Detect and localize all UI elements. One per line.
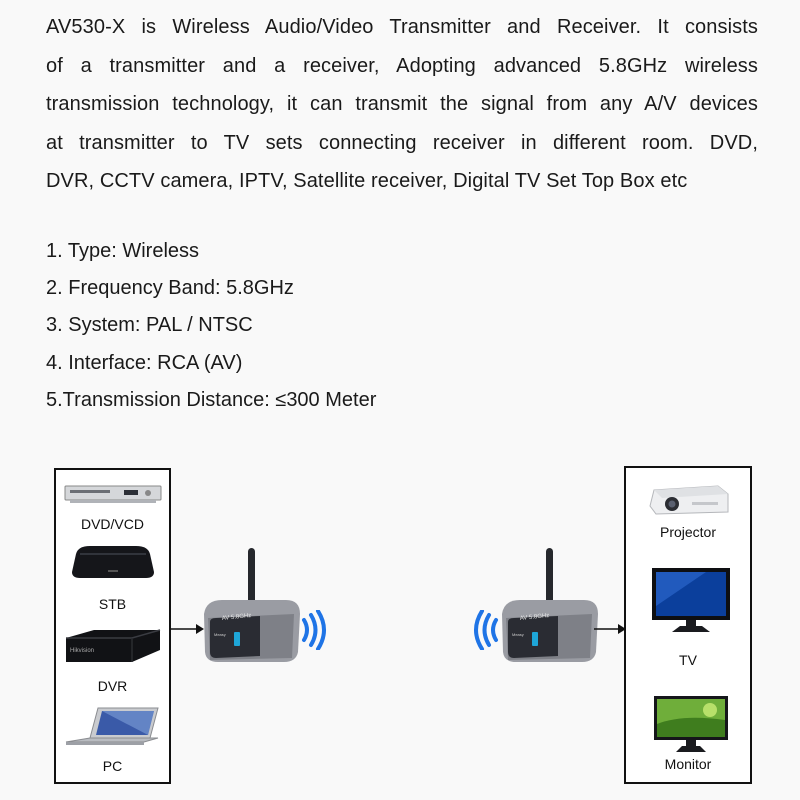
spec-item-distance: 5.Transmission Distance: ≤300 Meter bbox=[46, 388, 377, 411]
source-label-dvr: DVR bbox=[97, 678, 128, 694]
intro-line: of a transmitter and a receiver, Adoptin… bbox=[46, 54, 758, 77]
set-top-box-icon bbox=[72, 546, 154, 578]
output-label-monitor: Monitor bbox=[664, 756, 712, 772]
tv-icon bbox=[652, 568, 730, 632]
intro-line: AV530-X is Wireless Audio/Video Transmit… bbox=[46, 16, 758, 38]
output-arrow bbox=[594, 624, 626, 634]
spec-item-interface: 4. Interface: RCA (AV) bbox=[46, 351, 243, 374]
receiver-unit: AV 5.8GHz Measy bbox=[502, 548, 598, 662]
source-label-dvd: DVD/VCD bbox=[80, 516, 144, 532]
svg-text:AV 5.8GHz: AV 5.8GHz bbox=[520, 613, 550, 622]
input-arrow bbox=[170, 624, 204, 634]
svg-text:AV 5.8GHz: AV 5.8GHz bbox=[222, 613, 252, 622]
spec-item-type: 1. Type: Wireless bbox=[46, 240, 200, 262]
intro-line: at transmitter to TV sets connecting rec… bbox=[46, 131, 758, 154]
output-label-projector: Projector bbox=[659, 524, 717, 540]
source-label-stb: STB bbox=[98, 596, 127, 612]
dvd-player-icon bbox=[64, 485, 162, 503]
transmit-signal-icon bbox=[302, 610, 326, 650]
svg-text:Hikvision: Hikvision bbox=[70, 648, 94, 654]
spec-item-system: 3. System: PAL / NTSC bbox=[46, 314, 253, 337]
monitor-icon bbox=[654, 696, 728, 752]
source-devices-panel: DVD/VCD STB Hikvision DVR PC bbox=[54, 468, 171, 784]
spec-item-frequency: 2. Frequency Band: 5.8GHz bbox=[46, 277, 294, 300]
output-label-tv: TV bbox=[679, 652, 697, 668]
spec-list: 1. Type: Wireless 2. Frequency Band: 5.8… bbox=[46, 233, 376, 419]
intro-line: DVR, CCTV camera, IPTV, Satellite receiv… bbox=[46, 170, 688, 192]
dvr-icon: Hikvision bbox=[66, 629, 161, 662]
projector-icon bbox=[649, 485, 729, 515]
transmitter-unit: AV 5.8GHz Measy bbox=[204, 548, 300, 662]
source-label-pc: PC bbox=[102, 758, 123, 774]
receive-signal-icon bbox=[474, 610, 498, 650]
output-devices-panel: Projector TV Monitor bbox=[624, 466, 752, 784]
intro-line: transmission technology, it can transmit… bbox=[46, 93, 758, 115]
svg-text:Measy: Measy bbox=[214, 632, 226, 637]
intro-paragraph: AV530-X is Wireless Audio/Video Transmit… bbox=[46, 8, 758, 201]
svg-text:Measy: Measy bbox=[512, 632, 524, 637]
laptop-icon bbox=[65, 707, 159, 745]
